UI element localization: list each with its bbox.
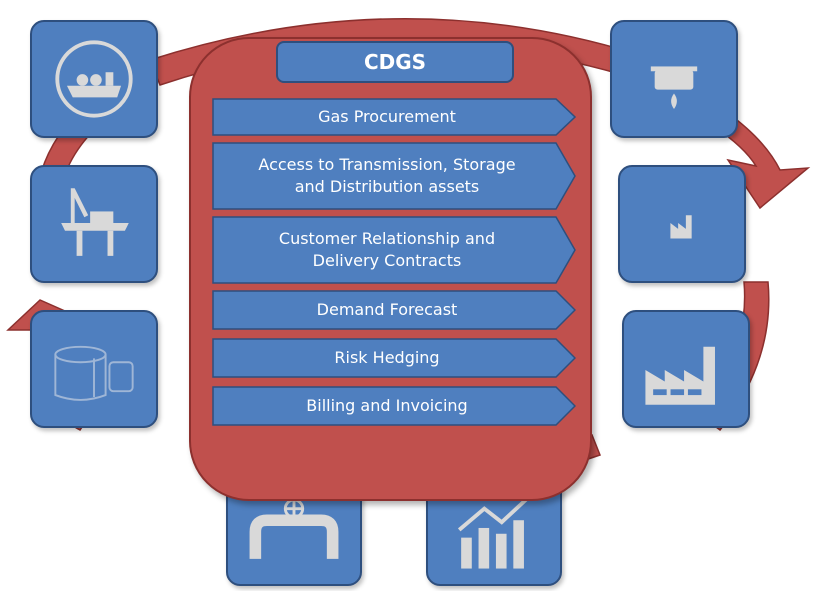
step-risk-hedging: Risk Hedging: [212, 338, 576, 378]
cooking-pot-gas-flame-icon: [650, 66, 698, 109]
chevron-arrow-shape: [212, 290, 576, 330]
lng-ship-tile: [30, 20, 158, 138]
chevron-arrow-shape: [212, 216, 576, 284]
chevron-arrow-shape: [212, 98, 576, 136]
small-factory-tile: [618, 165, 746, 283]
bar-chart-trend-icon: [457, 495, 531, 569]
step-label: Risk Hedging: [334, 348, 440, 367]
step-label: Access to Transmission, Storage and Dist…: [258, 155, 516, 196]
offshore-platform-tile: [30, 165, 158, 283]
step-label: Gas Procurement: [318, 107, 456, 126]
storage-tanks-tile: [30, 310, 158, 428]
step-label: Demand Forecast: [316, 300, 458, 319]
cooking-pot-tile: [610, 20, 738, 138]
storage-tanks-icon: [54, 345, 134, 401]
step-access-assets: Access to Transmission, Storage and Dist…: [212, 142, 576, 210]
chevron-arrow-shape: [212, 142, 576, 210]
step-gas-procurement: Gas Procurement: [212, 98, 576, 136]
step-demand-forecast: Demand Forecast: [212, 290, 576, 330]
large-factory-tile: [622, 310, 750, 428]
step-customer-relationship: Customer Relationship and Delivery Contr…: [212, 216, 576, 284]
large-factory-icon: [645, 346, 715, 405]
step-billing-invoicing: Billing and Invoicing: [212, 386, 576, 426]
lng-ship-icon: [55, 40, 133, 118]
offshore-platform-icon: [61, 188, 129, 256]
small-factory-icon: [670, 215, 692, 239]
step-label: Billing and Invoicing: [306, 396, 468, 415]
chevron-arrow-shape: [212, 386, 576, 426]
chevron-arrow-shape: [212, 338, 576, 378]
step-label: Customer Relationship and Delivery Contr…: [278, 229, 496, 270]
cdgs-title: CDGS: [276, 41, 514, 83]
